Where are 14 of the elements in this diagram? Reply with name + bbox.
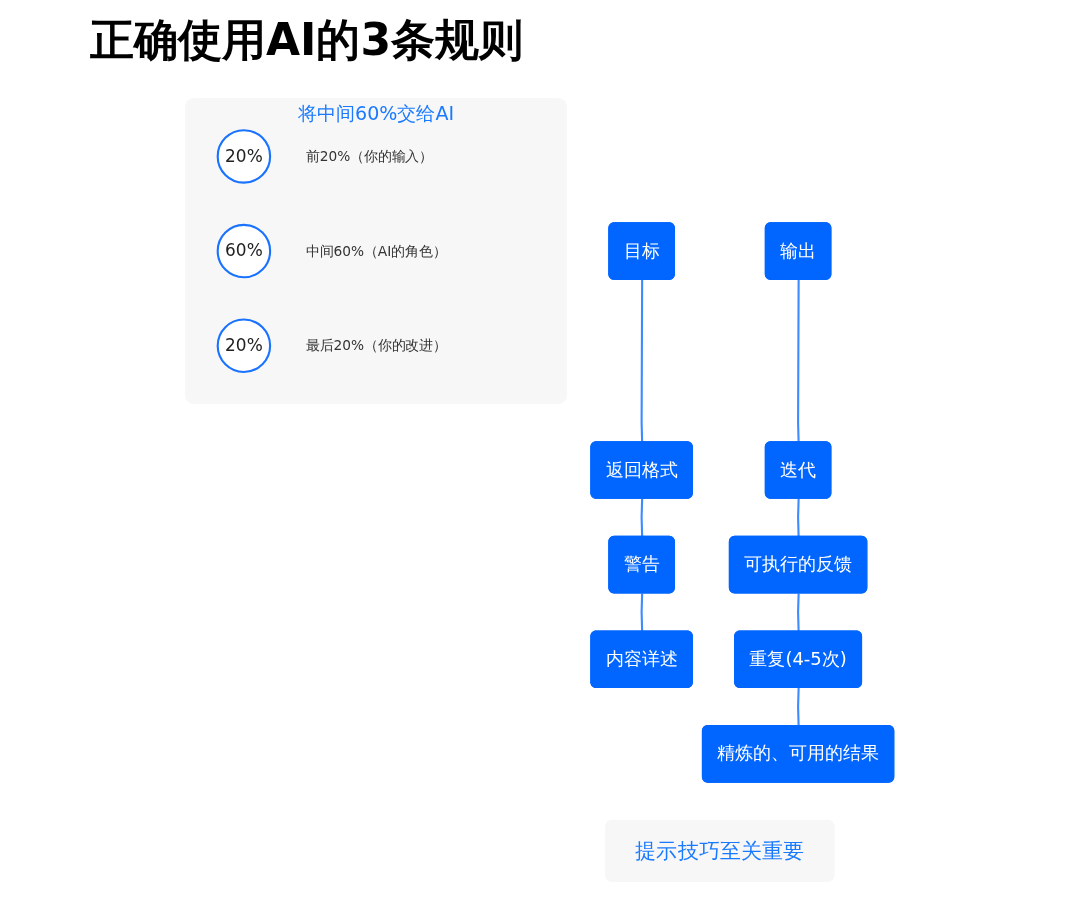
node-circle: 60% (217, 223, 272, 279)
connector (797, 279, 801, 443)
node-label: 最后20%（你的改进） (306, 337, 447, 354)
connector (640, 498, 644, 537)
node-label: 前20%（你的输入） (306, 148, 434, 165)
connector (640, 593, 644, 632)
connector (640, 279, 644, 443)
connector (797, 688, 801, 727)
connector (797, 498, 801, 537)
diagram-title: 正确使用AI的3条规则 (90, 13, 524, 67)
node-circle: 20% (217, 129, 272, 184)
node-label: 中间60%（AI的角色） (306, 242, 447, 259)
connector (797, 593, 801, 632)
node-circle: 20% (217, 318, 272, 373)
